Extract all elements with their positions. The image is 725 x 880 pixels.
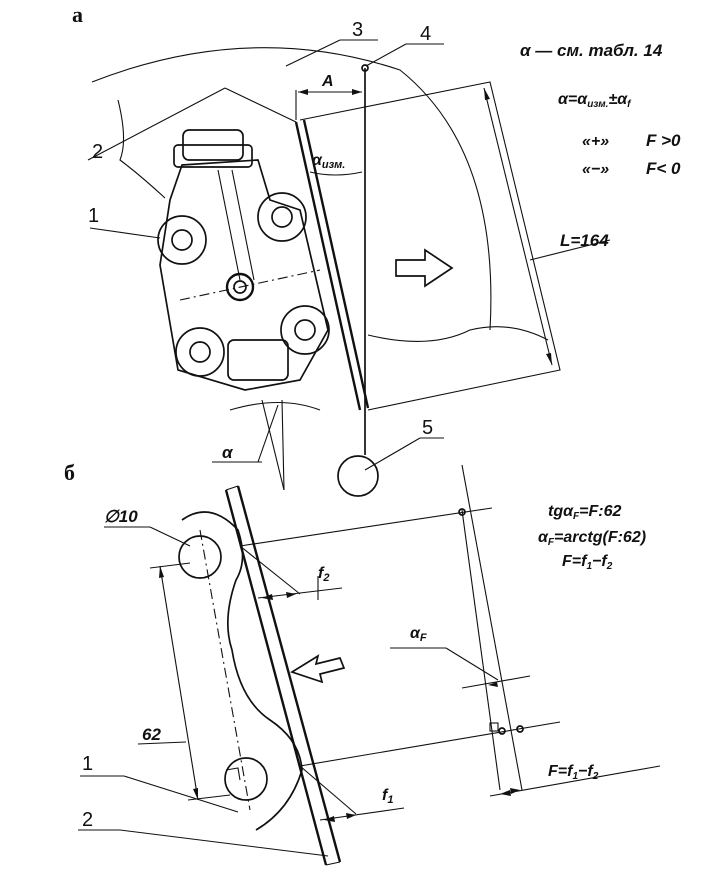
hub-top-left [157,215,207,265]
break-line [117,99,166,199]
note-plus-cond: F >0 [646,131,681,150]
callout-b2: 2 [82,809,93,831]
note-alpha-formula: α=αизм.±αf [558,91,632,110]
dim-alphaF-label: αF [410,625,427,644]
note-arctg-formula: αF=arctg(F:62) [538,529,646,548]
leader-b1 [123,775,239,813]
dim-alpha-meas-label: αизм. [312,152,345,171]
gauge-bar-left-edge [294,121,362,411]
note-minus-cond: F< 0 [646,159,681,178]
callout-3: 3 [352,19,363,41]
wheel-arc [91,47,492,331]
leader-2 [87,87,226,161]
dim-L-label: L=164 [560,231,609,250]
proj-bottom [299,721,561,767]
dim-f1-label: f1 [382,787,393,806]
callout-4: 4 [420,23,431,45]
bracket-b-outline [181,511,303,831]
proj-vertical-1 [461,464,523,791]
hub-center [225,272,255,302]
callout-5: 5 [422,417,433,439]
hub-bottom-right [280,305,330,355]
note-minus-sign: «−» [582,161,609,178]
section-label-a: а [72,2,83,27]
plumb-pivot [361,64,369,72]
leader-1 [89,227,161,239]
leader-5 [364,437,421,471]
proj-vertical-2 [461,509,501,791]
note-plus-sign: «+» [582,133,609,150]
dim-62-line [159,565,199,801]
callout-2: 2 [92,141,103,163]
dim-62-label: 62 [142,725,161,744]
callout-b1: 1 [82,753,93,775]
measuring-plate [299,81,561,411]
proj-top [239,507,493,547]
alpha-arc [229,401,321,411]
leader-4 [365,43,407,67]
alpha-meas-arc [309,171,363,176]
hub-bottom-left [175,327,225,377]
leader-b2 [119,829,329,857]
bar-b-right-edge [236,485,342,863]
dim-alpha-label: α [222,443,234,462]
direction-arrow-left [290,654,346,684]
hole-b-top [178,535,222,579]
note-alpha-table: α — см. табл. 14 [520,41,663,60]
dim-L-line [483,87,553,366]
dim-A-label: A [321,73,334,90]
direction-arrow-right [395,248,454,288]
plate-break-line [367,326,549,342]
note-tg-formula: tgαF=F:62 [548,503,621,522]
dim-diam-label: ∅10 [104,507,138,526]
dim-F-line [489,765,661,797]
hole-b-bottom [224,757,268,801]
hub-top-right [257,192,307,242]
callout-1: 1 [88,205,99,227]
center-line-b [199,529,251,811]
plumb-weight [337,455,379,497]
bracket-body [159,129,329,391]
dim-F-label: F=f1−f2 [548,763,599,782]
note-F-formula: F=f1−f2 [562,553,613,572]
section-label-b: б [64,460,75,485]
gauge-bar-right-edge [302,119,370,409]
dim-f2-label: f2 [318,565,329,584]
leader-diam [149,526,191,547]
leader-3 [285,39,341,67]
